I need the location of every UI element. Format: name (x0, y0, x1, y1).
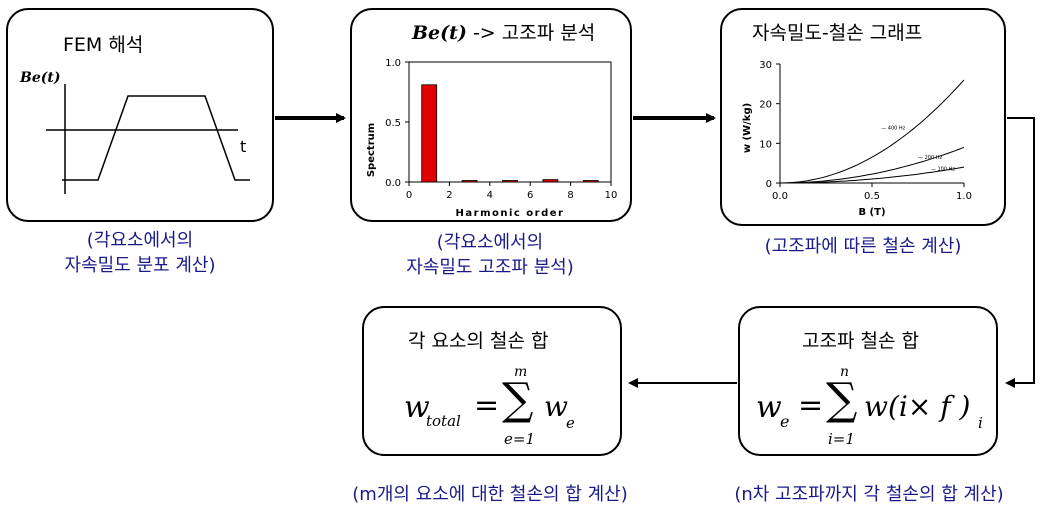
total-loss-sum-box: 각 요소의 철손 합 w total = m ∑ e=1 w e (362, 306, 622, 456)
caption-core-loss: (고조파에 따른 철손 계산) (764, 236, 962, 257)
core-loss-xtick-label: 0.5 (864, 191, 880, 202)
harmonic-title-var: Be(t) (412, 22, 467, 44)
waveform-plot: Be(t) t (19, 70, 250, 194)
fem-title: FEM 해석 (63, 34, 144, 56)
caption-fem-line2: 자속밀도 분포 계산) (64, 255, 216, 276)
spectrum-xtick-label: 10 (605, 190, 618, 201)
fem-analysis-box: FEM 해석 Be(t) t (6, 8, 274, 222)
formula-total-sum-bottom: e=1 (504, 430, 535, 448)
spectrum-xtick-label: 4 (487, 190, 493, 201)
spectrum-xtick-label: 8 (567, 190, 573, 201)
spectrum-ytick-label: 0.5 (385, 118, 401, 129)
core-loss-xtick-label: 1.0 (956, 191, 972, 202)
core-loss-ytick-label: 20 (759, 100, 772, 111)
spectrum-xtick-label: 0 (406, 190, 412, 201)
spectrum-ylabel: Spectrum (366, 123, 377, 177)
formula-total-body-sub: e (566, 414, 575, 432)
core-loss-curve (780, 166, 965, 184)
waveform-line (62, 95, 250, 181)
spectrum-ytick-label: 0.0 (385, 178, 401, 189)
spectrum-bar (461, 180, 478, 183)
core-loss-xtick-label: 0.0 (772, 191, 788, 202)
formula-e-sigma: ∑ (826, 374, 858, 425)
spectrum-xtick-label: 2 (446, 190, 452, 201)
waveform-xlabel: t (240, 137, 246, 156)
formula-e-lhs-sub: e (780, 412, 790, 431)
harmonic-analysis-box: Be(t) -> 고조파 분석 Spectrum 0.0 0.5 1.0 0 2 4 6 8… (350, 8, 632, 222)
caption-harmonic: (각요소에서의 자속밀도 고조파 분석) (360, 230, 620, 280)
formula-e-lhs: w (756, 390, 782, 425)
total-loss-sum-title: 각 요소의 철손 합 (408, 330, 549, 352)
formula-e-sum-top: n (840, 364, 850, 380)
total-loss-formula: w total = m ∑ e=1 w e (404, 364, 614, 450)
spectrum-bar (542, 179, 559, 183)
waveform-ylabel: Be(t) (19, 70, 60, 86)
harmonic-loss-formula: w e = n ∑ i=1 w(i× f ) i (754, 364, 994, 450)
caption-harmonic-line1: (각요소에서의 (436, 232, 544, 253)
formula-total-lhs-sub: total (426, 412, 461, 430)
spectrum-chart: Spectrum 0.0 0.5 1.0 0 2 4 6 8 10 Harmonic orde… (366, 58, 618, 219)
caption-harmonic-line2: 자속밀도 고조파 분석) (406, 257, 574, 278)
core-loss-curve-label: — 100 Hz (931, 166, 955, 172)
spectrum-xtick-label: 6 (527, 190, 533, 201)
formula-total-lhs: w (404, 390, 430, 425)
formula-total-sigma: ∑ (502, 374, 534, 425)
spectrum-bar (502, 180, 518, 183)
harmonic-loss-sum-title: 고조파 철손 합 (802, 330, 919, 352)
formula-e-sum-bottom: i=1 (828, 430, 855, 448)
core-loss-ytick-label: 30 (759, 60, 772, 71)
spectrum-xlabel: Harmonic order (456, 208, 565, 219)
core-loss-graph-title: 자속밀도-철손 그래프 (752, 22, 923, 44)
caption-fem: (각요소에서의 자속밀도 분포 계산) (20, 228, 260, 278)
core-loss-ylabel: w (W/kg) (742, 103, 753, 153)
harmonic-title-rest: -> 고조파 분석 (472, 22, 596, 44)
formula-e-body-sub: i (978, 414, 983, 432)
core-loss-xlabel: B (T) (858, 207, 885, 218)
formula-total-equals: = (474, 388, 500, 423)
formula-e-equals: = (798, 388, 824, 423)
core-loss-chart: w (W/kg) 0 10 20 30 0.0 0.5 1.0 — 400 Hz — 200… (742, 60, 972, 218)
arrow-box3-to-box4 (1005, 117, 1035, 388)
core-loss-curve-label: — 400 Hz (881, 125, 905, 131)
harmonic-title: Be(t) -> 고조파 분석 (412, 18, 595, 45)
core-loss-curve (780, 146, 965, 184)
caption-fem-line1: (각요소에서의 (86, 230, 194, 251)
formula-total-sum-top: m (514, 364, 528, 380)
harmonic-loss-sum-box: 고조파 철손 합 w e = n ∑ i=1 w(i× f ) i (738, 306, 998, 456)
spectrum-ytick-label: 1.0 (385, 58, 401, 69)
core-loss-curve (779, 79, 965, 184)
formula-e-body: w(i× f ) (864, 390, 971, 423)
core-loss-ytick-label: 10 (759, 139, 772, 150)
formula-total-body: w (544, 390, 568, 423)
caption-total-sum: (m개의 요소에 대한 철손의 합 계산) (352, 484, 628, 505)
core-loss-curve-label: — 200 Hz (918, 155, 942, 161)
core-loss-ytick-label: 0 (766, 179, 772, 190)
spectrum-bar (582, 180, 599, 183)
core-loss-graph-box: 자속밀도-철손 그래프 w (W/kg) 0 10 20 30 0.0 0.5 1.0 —… (720, 8, 1006, 226)
caption-harmonic-sum: (n차 고조파까지 각 철손의 합 계산) (734, 484, 1004, 505)
spectrum-bar (421, 84, 438, 183)
